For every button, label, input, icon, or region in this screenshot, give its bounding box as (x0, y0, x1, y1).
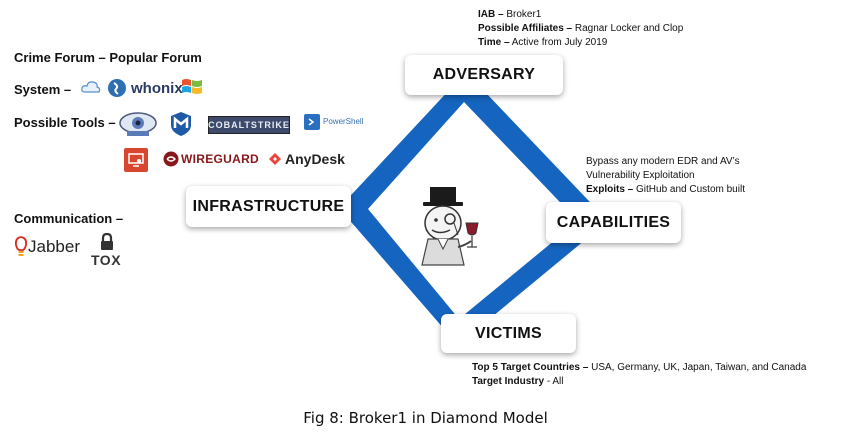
anydesk-icon (268, 152, 282, 166)
gentleman-meme-icon (408, 183, 486, 267)
whonix-icon: whonix (131, 79, 183, 97)
metasploit-icon (170, 111, 192, 137)
time-value: Active from July 2019 (509, 37, 608, 48)
capabilities-line-1: Bypass any modern EDR and AV’s (586, 156, 740, 167)
cloud-os-icon (80, 76, 102, 98)
exploits-line: Exploits – GitHub and Custom built (586, 183, 745, 197)
powershell-icon (304, 114, 320, 130)
countries-key: Top 5 Target Countries – (472, 362, 589, 373)
victims-box: VICTIMS (441, 314, 576, 353)
wireguard-label: WIREGUARD (181, 152, 260, 166)
wireguard-icon (163, 151, 179, 167)
system-label: System – (14, 82, 72, 97)
adversary-box: ADVERSARY (405, 55, 563, 95)
adversary-notes: IAB – Broker1 Possible Affiliates – Ragn… (478, 8, 683, 50)
victims-notes: Top 5 Target Countries – USA, Germany, U… (472, 361, 806, 389)
figure-caption: Fig 8: Broker1 in Diamond Model (303, 409, 548, 427)
nmap-eye-icon (118, 111, 158, 137)
countries-value: USA, Germany, UK, Japan, Taiwan, and Can… (588, 362, 807, 373)
windows-icon (180, 75, 204, 99)
jabber-bulb-icon (14, 236, 28, 258)
industry-value: - All (544, 376, 564, 387)
iab-line: IAB – Broker1 (478, 8, 683, 22)
remote-desktop-icon (124, 148, 148, 172)
cobaltstrike-logo-icon: COBALTSTRIKE (208, 116, 290, 134)
tox-lock-icon (96, 233, 118, 251)
jabber-label: Jabber (28, 237, 80, 256)
exploits-key: Exploits – (586, 184, 634, 195)
industry-line: Target Industry - All (472, 375, 806, 389)
iab-key: IAB – (478, 9, 504, 20)
affiliates-line: Possible Affiliates – Ragnar Locker and … (478, 22, 683, 36)
communication-label: Communication – (14, 211, 124, 226)
tails-os-icon (107, 78, 127, 98)
infrastructure-box: INFRASTRUCTURE (186, 186, 351, 227)
countries-line: Top 5 Target Countries – USA, Germany, U… (472, 361, 806, 375)
possible-tools-label: Possible Tools – (14, 115, 116, 130)
exploits-value: GitHub and Custom built (633, 184, 745, 195)
crime-forum-label: Crime Forum – Popular Forum (14, 50, 202, 65)
time-key: Time – (478, 37, 510, 48)
affiliates-key: Possible Affiliates – (478, 23, 573, 34)
industry-key: Target Industry (472, 376, 545, 387)
capabilities-notes: Bypass any modern EDR and AV’s Vulnerabi… (586, 155, 745, 197)
affiliates-value: Ragnar Locker and Clop (572, 23, 684, 34)
iab-value: Broker1 (503, 9, 542, 20)
diamond-inner (368, 102, 578, 319)
capabilities-box: CAPABILITIES (546, 202, 681, 243)
time-line: Time – Active from July 2019 (478, 36, 683, 50)
capabilities-line-2: Vulnerability Exploitation (586, 170, 695, 181)
powershell-label: PowerShell (323, 117, 364, 126)
tox-label: TOX (91, 252, 122, 268)
anydesk-label: AnyDesk (285, 151, 345, 167)
